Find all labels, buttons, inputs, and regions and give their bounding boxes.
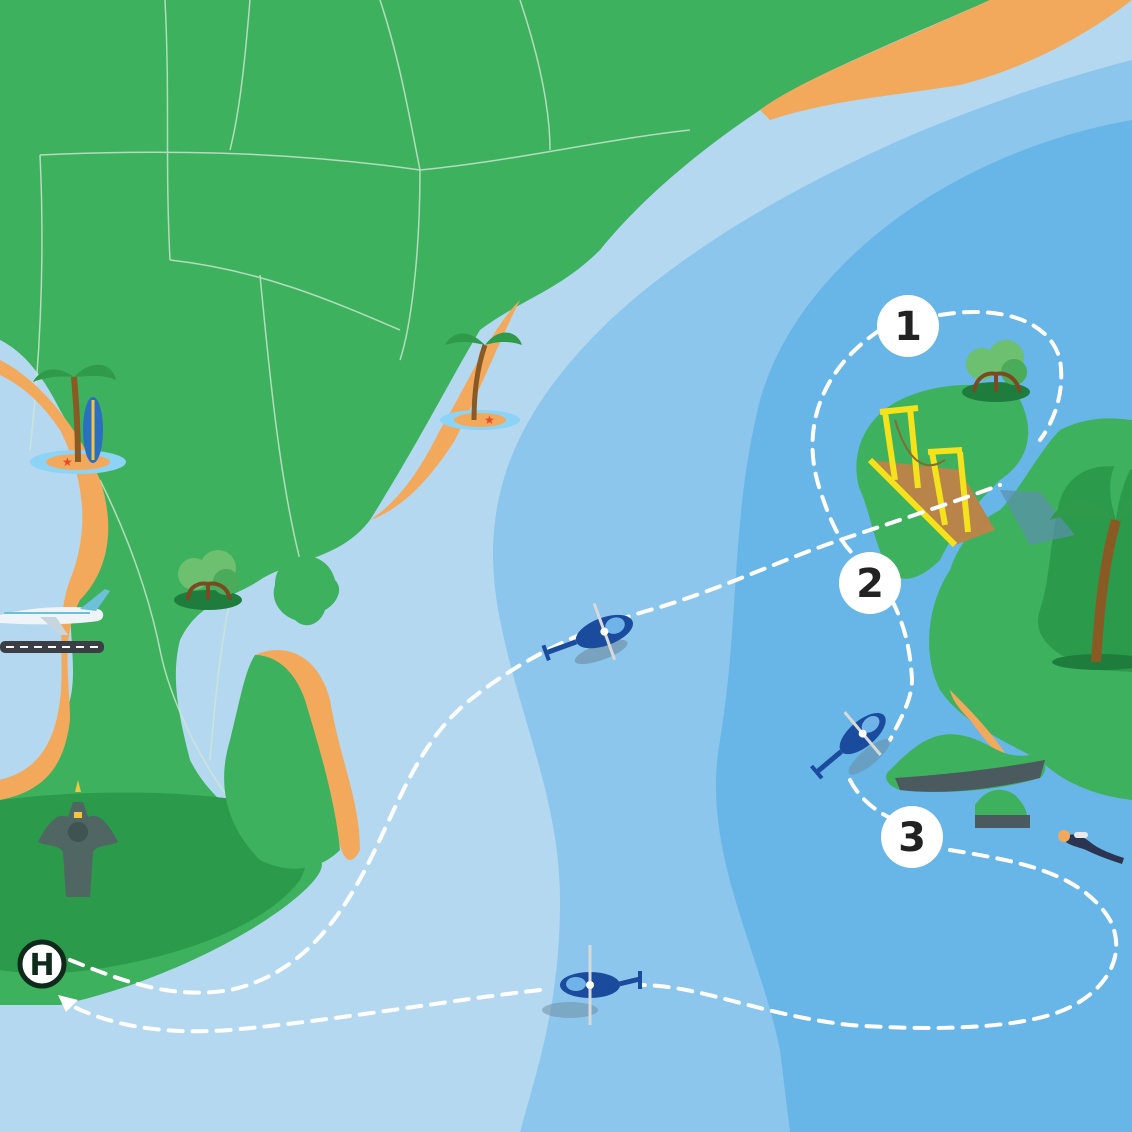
- route-loop-stop1: [810, 328, 882, 562]
- route-return: [68, 988, 542, 1034]
- airport-runway: [0, 641, 104, 653]
- route-outbound: [68, 483, 1002, 995]
- surfboard-icon: [83, 397, 103, 463]
- rock-outcrop-base: [975, 815, 1030, 828]
- svg-text:★: ★: [484, 413, 495, 427]
- heliport-label: H: [29, 948, 54, 983]
- airplane-icon: [0, 589, 110, 635]
- palm-tree-icon: [1050, 453, 1132, 670]
- svg-text:★: ★: [62, 455, 73, 469]
- rocky-cliff: [895, 760, 1045, 792]
- airport-lagoon: [0, 380, 64, 772]
- helicopter-icon: [810, 711, 890, 780]
- field-lines: [29, 0, 691, 801]
- stop-label: 3: [898, 815, 926, 861]
- jetty-shadow: [1000, 490, 1075, 545]
- helicopter-icon: [542, 945, 642, 1025]
- diver-icon: [1058, 830, 1124, 864]
- garuda-statue-icon: [38, 780, 118, 897]
- route-stop1-top: [938, 310, 1064, 442]
- stop-marker-1[interactable]: 1: [877, 295, 939, 357]
- stop-label: 1: [894, 304, 922, 350]
- stop-label: 2: [856, 561, 884, 607]
- stop-marker-2[interactable]: 2: [839, 552, 901, 614]
- sea-deep-band: [715, 120, 1132, 1132]
- yellow-bridge-icon: [867, 405, 995, 548]
- tour-route: [68, 310, 1119, 1034]
- mainland: [0, 0, 990, 1005]
- route-to-stop2: [878, 578, 915, 742]
- north-beach: [760, 0, 1132, 120]
- route-stop3-loop: [638, 848, 1119, 1030]
- south-peninsula: [224, 655, 340, 869]
- helicopter-icon: [541, 602, 633, 665]
- heliport-icon[interactable]: H: [17, 939, 67, 989]
- south-peninsula-beach: [255, 650, 360, 860]
- route-start-arrow: [58, 995, 78, 1012]
- east-island-beach: [950, 690, 1010, 760]
- small-bay-island: [273, 556, 340, 626]
- stop-marker-3[interactable]: 3: [881, 806, 943, 868]
- palm-island-east: ★: [440, 332, 522, 430]
- mangrove-icon: [174, 550, 242, 610]
- mangrove-icon: [962, 340, 1030, 402]
